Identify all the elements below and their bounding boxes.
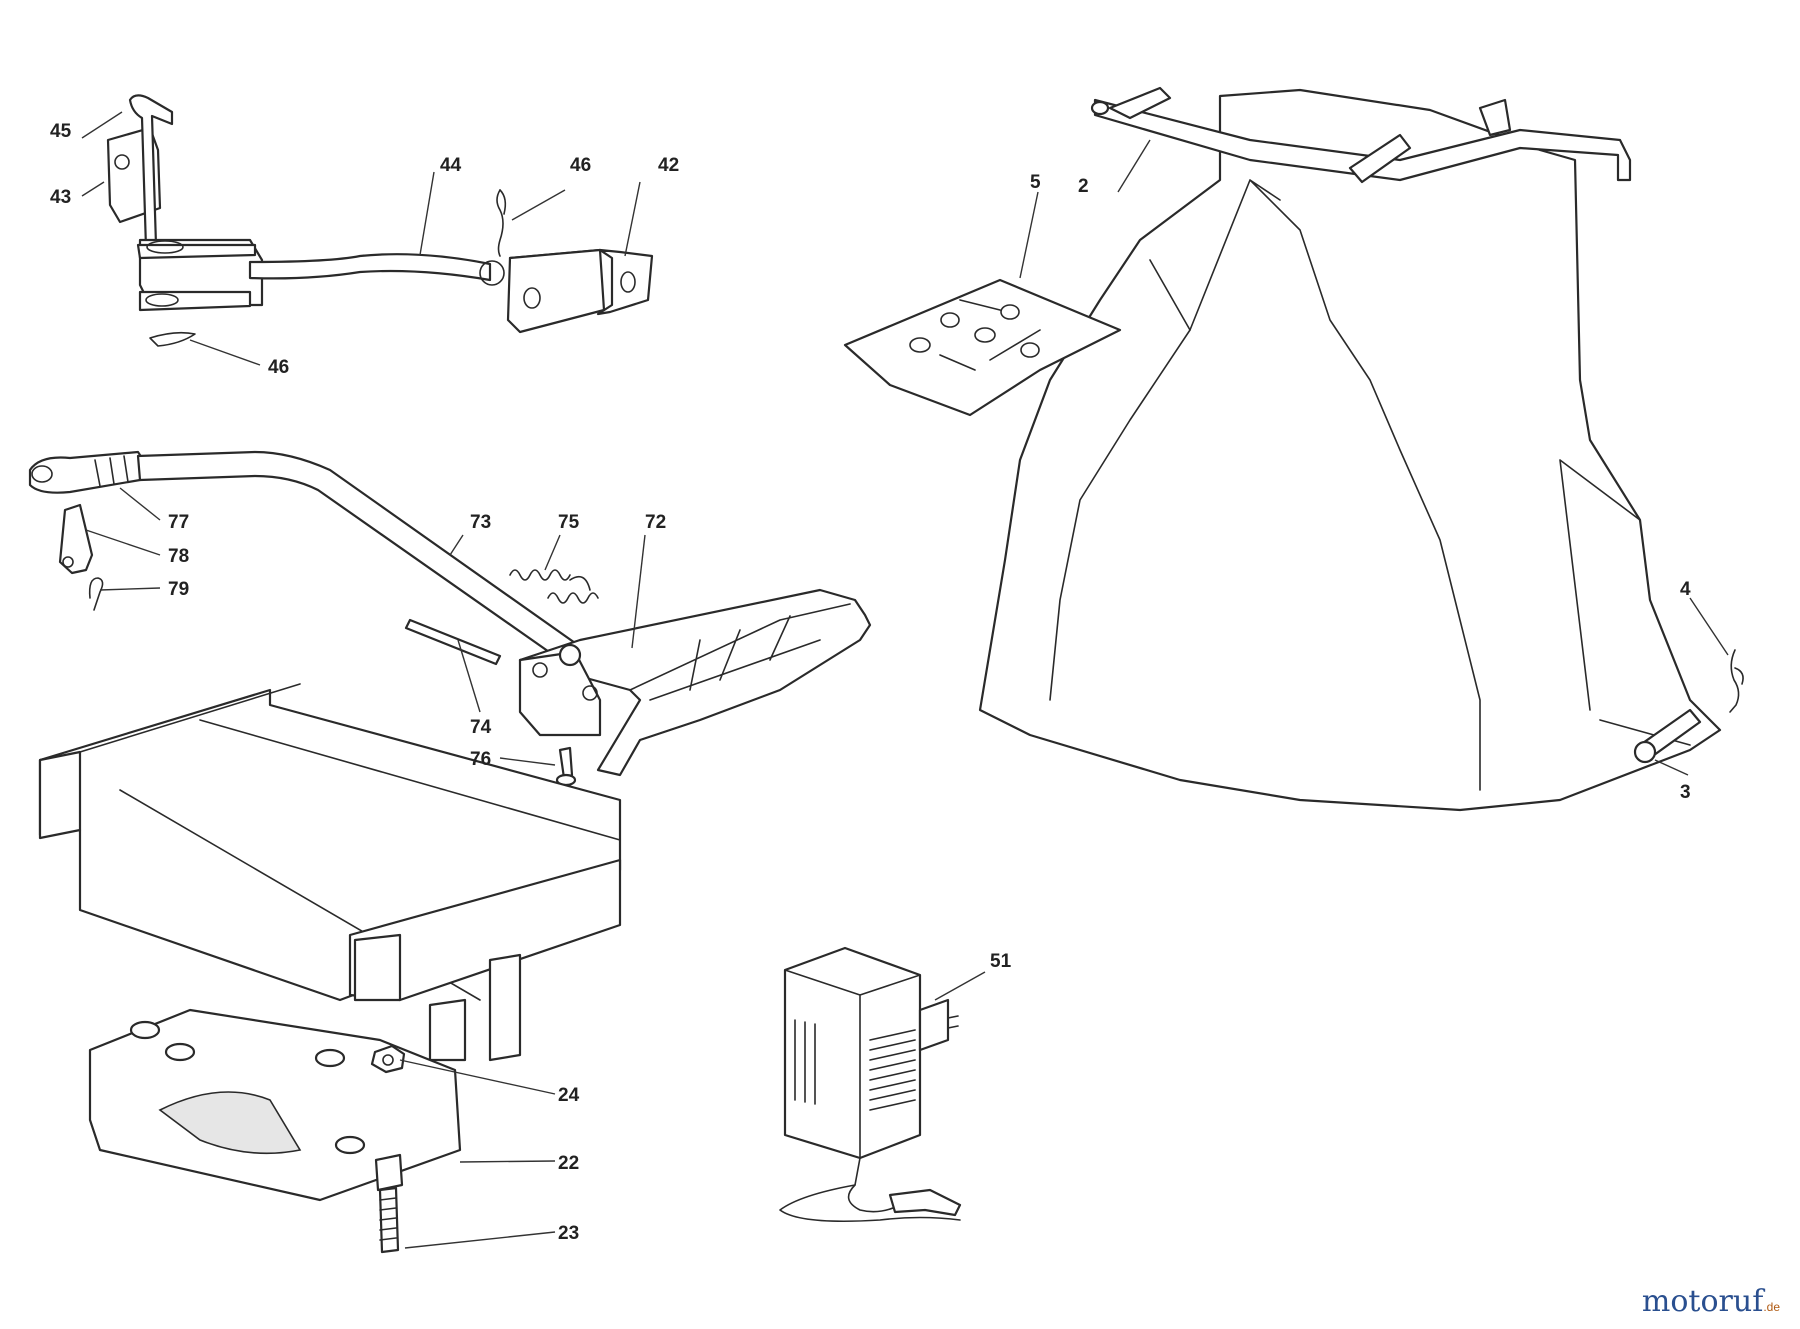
watermark-logo: motoruf.de: [1642, 1284, 1780, 1319]
callout-2: 2: [1078, 176, 1089, 197]
callout-72: 72: [645, 512, 666, 533]
height-lever-assembly: [28, 450, 872, 787]
callout-74: 74: [470, 717, 492, 738]
callout-5: 5: [1030, 172, 1041, 193]
watermark-suffix: .de: [1763, 1300, 1780, 1314]
callout-79: 79: [168, 579, 189, 600]
callout-51: 51: [990, 951, 1012, 972]
callout-43: 43: [50, 187, 71, 208]
callout-4: 4: [1680, 579, 1691, 600]
lift-linkage-assembly: [106, 94, 654, 347]
callout-73: 73: [470, 512, 491, 533]
battery-charger: [779, 946, 962, 1223]
callout-24: 24: [558, 1085, 580, 1106]
callout-77: 77: [168, 512, 189, 533]
callout-44: 44: [440, 155, 462, 176]
callout-3: 3: [1680, 782, 1691, 803]
watermark-brand: motoruf: [1641, 1284, 1764, 1319]
weight-bracket-assembly: [38, 683, 622, 1254]
callout-75: 75: [558, 512, 580, 533]
callout-42: 42: [658, 155, 679, 176]
callout-46-upper: 46: [570, 155, 591, 176]
leader-lines: [81, 111, 1729, 1249]
grass-catcher-assembly: [843, 86, 1744, 812]
callout-22: 22: [558, 1153, 579, 1174]
callout-78: 78: [168, 546, 189, 567]
callout-45: 45: [50, 121, 72, 142]
callout-76: 76: [470, 749, 491, 770]
callout-46-lower: 46: [268, 357, 289, 378]
callout-23: 23: [558, 1223, 579, 1244]
callout-labels: 45 43 44 46 42 46 77 78 79 73 75 72 74 7…: [50, 121, 1691, 1244]
